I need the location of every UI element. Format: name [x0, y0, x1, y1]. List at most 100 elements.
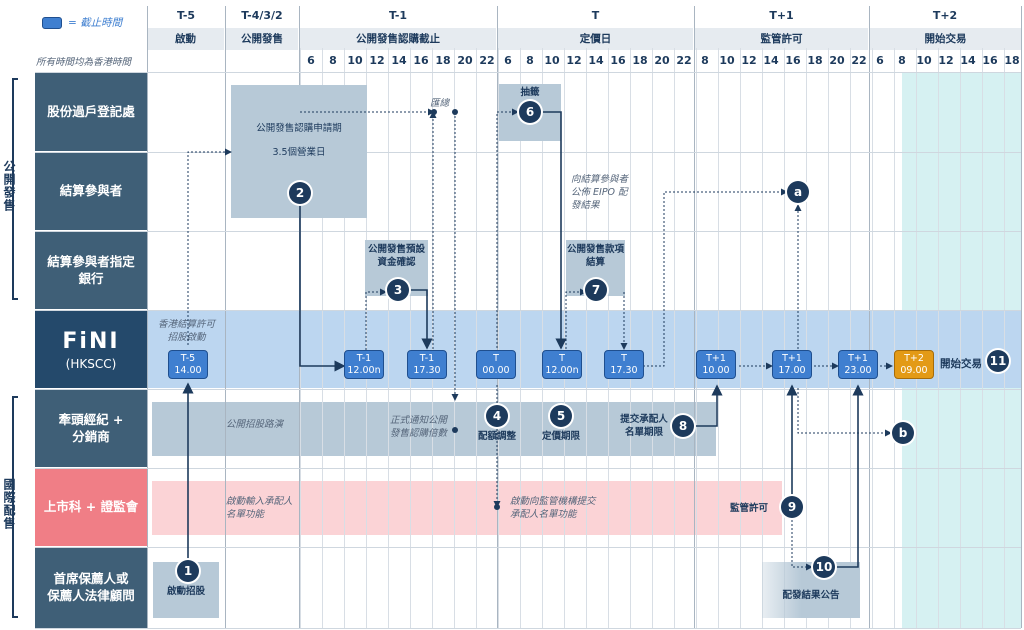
- phase-header-tp2: 開始交易: [870, 28, 1021, 50]
- row-label-registrar: 股份過戶登記處: [35, 73, 147, 151]
- grid-line: [1004, 48, 1005, 628]
- fini-box-time: 17.00: [778, 365, 806, 376]
- broker-band: [152, 402, 716, 456]
- step-2: 2: [289, 182, 311, 204]
- grid-line: [674, 48, 675, 628]
- grid-line: [762, 48, 763, 628]
- settlement-text: 公開發售款項 結算: [566, 244, 624, 268]
- row-separator: [35, 389, 1021, 390]
- hour-label-tp1-20: 20: [829, 54, 845, 67]
- row-separator: [35, 468, 1021, 469]
- day-header-tp2: T+2: [932, 9, 958, 22]
- row-separator: [35, 310, 1021, 311]
- solid-8-to-tp1: [694, 384, 723, 427]
- hour-label-tp1-12: 12: [741, 54, 757, 67]
- grid-line: [784, 48, 785, 628]
- dot-aggregate-1: [431, 109, 437, 115]
- grid-line: [894, 48, 895, 628]
- fini-box-day: T: [621, 353, 627, 364]
- grid-line: [344, 48, 345, 628]
- hour-label-tp2-16: 16: [982, 54, 998, 67]
- business-days-text: 3.5個營業日: [272, 147, 326, 158]
- step-4: 4: [486, 405, 508, 427]
- dot-listing: [494, 504, 500, 510]
- dash-9-to-10: [791, 520, 813, 571]
- results-panel: [762, 562, 860, 618]
- placee-deadline-caption: 提交承配人 名單期限: [620, 414, 668, 438]
- grid-line-major: [869, 6, 870, 628]
- hour-label-tp1-10: 10: [719, 54, 735, 67]
- solid-6-to-t1200: [541, 111, 567, 350]
- dash-t1200-settlement: [565, 288, 587, 349]
- grid-line: [982, 48, 983, 628]
- hour-label-t1-6: 6: [307, 54, 315, 67]
- grid-line: [916, 48, 917, 628]
- step-a: a: [787, 181, 809, 203]
- step-11: 11: [987, 350, 1009, 372]
- grid-line: [322, 48, 323, 628]
- fini-box-time: 23.00: [844, 365, 872, 376]
- fini-box-time: 14.00: [174, 365, 202, 376]
- prefund-text: 公開發售預設 資金確認: [367, 244, 425, 268]
- phase-header-t1: 公開發售認購截止: [300, 28, 496, 50]
- fini-box-time: 12.00n: [545, 365, 579, 376]
- day-header-t432: T-4/3/2: [241, 9, 283, 22]
- hour-label-tp2-18: 18: [1004, 54, 1020, 67]
- pricing-deadline-caption: 定價期限: [541, 431, 580, 442]
- hour-label-t1-14: 14: [391, 54, 407, 67]
- grid-line: [432, 48, 433, 628]
- fini-box-day: T-1: [356, 353, 372, 364]
- hour-label-t1-12: 12: [369, 54, 385, 67]
- step-3: 3: [387, 279, 409, 301]
- grid-line: [388, 48, 389, 628]
- row-separator: [35, 152, 1021, 153]
- row-separator: [35, 231, 1021, 232]
- grid-line: [586, 48, 587, 628]
- row-separator: [35, 547, 1021, 548]
- grid-line: [542, 48, 543, 628]
- hour-label-t-14: 14: [588, 54, 604, 67]
- hour-label-tp2-8: 8: [898, 54, 906, 67]
- fini-box-time: 09.00: [900, 365, 928, 376]
- dash-t1730-to-a: [643, 188, 788, 367]
- grid-line-major: [497, 6, 498, 628]
- listing-band: [152, 481, 782, 535]
- step-9: 9: [781, 496, 803, 518]
- legend-swatch: [42, 17, 62, 29]
- intl-placing-label: 國際配售: [2, 478, 16, 530]
- dash-t00-to-lottery: [496, 108, 519, 348]
- step-6: 6: [519, 101, 541, 123]
- grid-line: [608, 48, 609, 628]
- legend-label: = 截止時間: [68, 17, 123, 29]
- dash-prefund-down: [365, 288, 387, 350]
- hour-label-t-22: 22: [676, 54, 692, 67]
- fini-box-time: 17.30: [413, 365, 441, 376]
- regulatory-approval-caption: 監管許可: [729, 503, 768, 514]
- hour-label-tp1-22: 22: [851, 54, 867, 67]
- hour-label-tp2-12: 12: [938, 54, 954, 67]
- roadshow-note: 公開招股路演: [226, 419, 284, 430]
- dot-aggregate-2: [452, 109, 458, 115]
- day-header-t: T: [591, 9, 600, 22]
- fini-sub: (HKSCC): [65, 357, 117, 372]
- hour-label-t1-22: 22: [479, 54, 495, 67]
- subscription-period-text: 公開發售認購申請期: [256, 123, 342, 134]
- intl-placing-bracket: [12, 396, 18, 618]
- solid-2-to-t1: [299, 205, 346, 372]
- phase-header-tp1: 監管許可: [695, 28, 868, 50]
- submit-placee-note: 啟動向監管機構提交 承配人名單功能: [510, 496, 596, 520]
- grid-line: [652, 48, 653, 628]
- step-1: 1: [177, 560, 199, 582]
- public-offer-bracket: [12, 78, 18, 300]
- row-label-designated-bank: 結算參與者指定銀行: [35, 232, 147, 309]
- hkscc-launch-note: 香港結算許可 招股啟動: [158, 319, 216, 343]
